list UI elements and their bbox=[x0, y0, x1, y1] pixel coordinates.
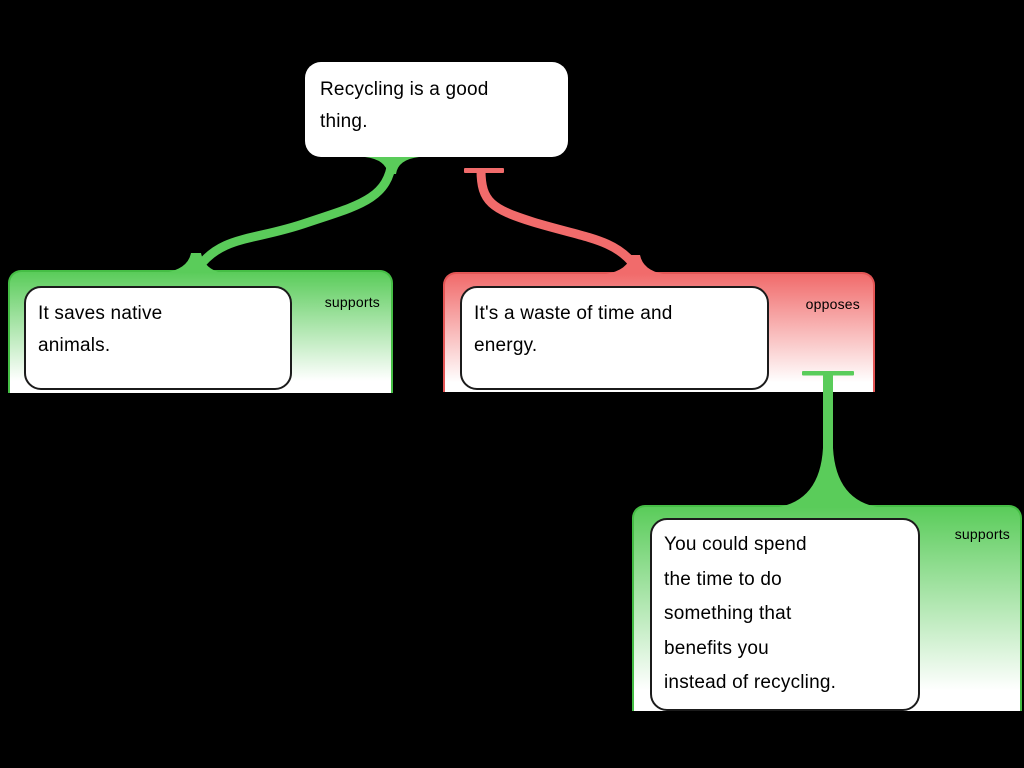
relation-label-supports-1: supports bbox=[324, 294, 380, 310]
support-panel-1[interactable]: supports It saves native animals. bbox=[8, 270, 393, 393]
connector-opposes-1-tbar bbox=[464, 168, 504, 173]
root-claim-node[interactable]: Recycling is a good thing. bbox=[305, 62, 568, 157]
claim-text-support-1: It saves native animals. bbox=[38, 303, 163, 356]
connector-supports-1 bbox=[164, 157, 419, 273]
relation-label-opposes-1: opposes bbox=[805, 296, 860, 312]
root-claim-text: Recycling is a good thing. bbox=[320, 79, 489, 132]
connector-supports-1-root-flare bbox=[365, 157, 419, 174]
connector-opposes-1-curve bbox=[476, 169, 639, 269]
oppose-panel-1[interactable]: opposes It's a waste of time and energy. bbox=[443, 272, 875, 392]
connector-opposes-1 bbox=[464, 168, 663, 274]
connector-supports-1-curve bbox=[194, 160, 397, 271]
relation-label-supports-2: supports bbox=[954, 526, 1010, 542]
claim-box-support-1[interactable]: It saves native animals. bbox=[24, 286, 292, 390]
claim-text-support-2: You could spend the time to do something… bbox=[664, 534, 837, 693]
claim-text-oppose-1: It's a waste of time and energy. bbox=[474, 303, 673, 356]
claim-box-oppose-1[interactable]: It's a waste of time and energy. bbox=[460, 286, 769, 390]
claim-box-support-2[interactable]: You could spend the time to do something… bbox=[650, 518, 920, 711]
support-panel-2[interactable]: supports You could spend the time to do … bbox=[632, 505, 1022, 711]
connector-supports-2-box-flare bbox=[776, 448, 880, 508]
